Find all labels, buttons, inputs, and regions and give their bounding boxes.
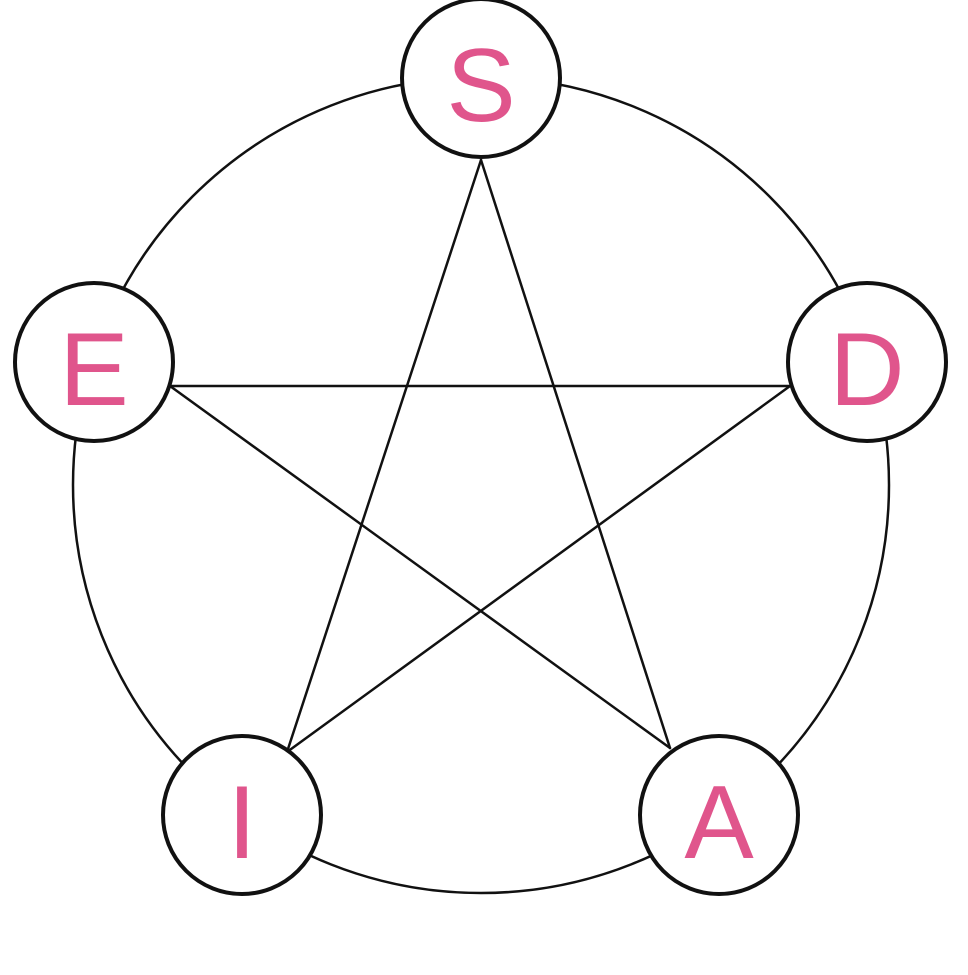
node-a-circle [638,734,800,896]
node-s: S [400,0,562,159]
node-s-label: S [446,28,515,144]
node-i-label: I [228,765,257,881]
node-d-circle [786,281,948,443]
edge-d-i [285,384,792,754]
edge-i-s [285,158,483,754]
node-d: D [786,281,948,443]
node-e-label: E [59,312,128,428]
node-a-label: A [684,765,754,881]
node-s-circle [400,0,562,159]
edge-s-a [479,158,672,750]
edge-a-e [168,384,672,750]
node-e: E [13,281,175,443]
star-lines [168,158,792,754]
node-e-circle [13,281,175,443]
node-a: A [638,734,800,896]
node-d-label: D [829,312,904,428]
node-i: I [161,734,323,896]
node-i-circle [161,734,323,896]
